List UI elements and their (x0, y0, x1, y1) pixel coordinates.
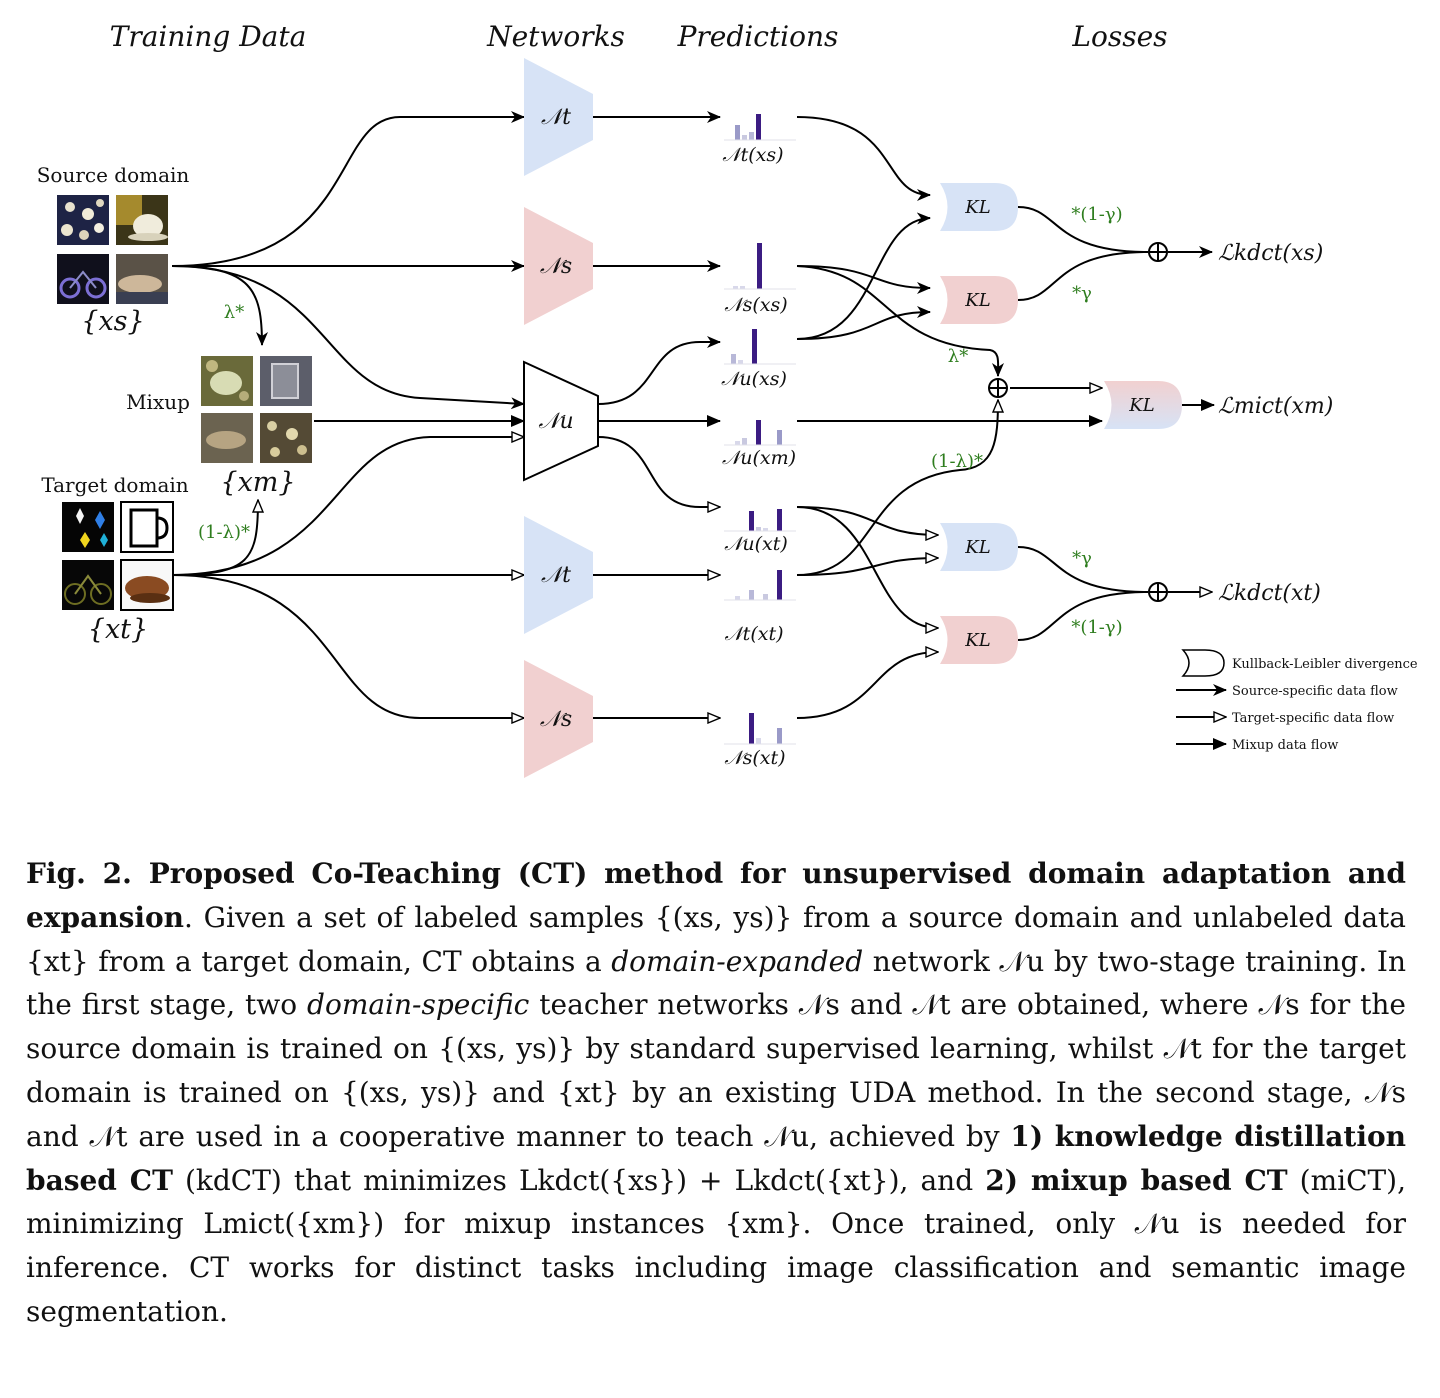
header-predictions: Predictions (677, 20, 839, 53)
caption-bold-2: 2) mixup based CT (985, 1163, 1288, 1197)
kl-label: KL (964, 630, 990, 651)
target-domain-label: Target domain (41, 473, 188, 497)
header-training-data: Training Data (110, 20, 307, 53)
kl-node-mixup: KL (1104, 381, 1182, 429)
xs-set-label: {xs} (81, 306, 144, 337)
data-flow-wires (171, 111, 1215, 718)
weight-one-minus-gamma-target: *(1-γ) (1071, 617, 1122, 638)
caption-bold-1: 1) knowledge distillation based CT (26, 1119, 1406, 1197)
prediction-nt-xt-bars (724, 570, 796, 601)
prediction-ns-xt-label: 𝒩s(xt) (724, 747, 785, 769)
prediction-nu-xt-label: 𝒩u(xt) (724, 533, 788, 555)
target-image-bike (62, 560, 114, 610)
caption-emphasis-2: domain-specific (307, 988, 530, 1022)
prediction-ns-xt-bars (724, 713, 796, 745)
kl-label: KL (964, 537, 990, 558)
caption-text-4: (kdCT) that minimizes Lkdct({xs}) + Lkdc… (172, 1163, 986, 1197)
kl-label: KL (964, 290, 990, 311)
source-domain-label: Source domain (37, 163, 190, 187)
sum-node-target (1148, 582, 1168, 602)
mixup-image-cup-mug (260, 356, 312, 406)
legend: Kullback-Leibler divergence Source-speci… (1176, 649, 1418, 753)
caption-emphasis-1: domain-expanded (611, 944, 864, 978)
xt-set-label: {xt} (88, 614, 148, 645)
caption-title: Fig. 2. Proposed Co-Teaching (CT) method… (26, 857, 1406, 934)
prediction-nt-xs-label: 𝒩t(xs) (722, 144, 783, 166)
prediction-nt-xt-label: 𝒩t(xt) (724, 623, 783, 645)
network-nu: 𝒩u (523, 360, 599, 482)
source-image-shoe (116, 254, 168, 304)
figure-caption: Fig. 2. Proposed Co-Teaching (CT) method… (26, 852, 1406, 1334)
source-image-flowers (57, 195, 109, 245)
loss-kdct-xs: ℒkdct(xs) (1218, 241, 1323, 266)
kl-node-source-nt: KL (940, 183, 1018, 231)
sum-node-mixup (988, 378, 1008, 398)
mixup-image-flowers (260, 413, 312, 463)
target-image-mug (120, 501, 174, 553)
network-ns-top: 𝒩s (524, 207, 593, 325)
weight-one-minus-gamma-source: *(1-γ) (1071, 204, 1122, 225)
weight-one-minus-lambda-target: (1-λ)* (198, 522, 250, 543)
prediction-ns-xs-label: 𝒩s(xs) (724, 294, 787, 316)
prediction-nu-xs-bars (724, 329, 796, 365)
target-image-flowers (62, 502, 114, 552)
caption-text-2: network 𝒩u by two-stage training. In the… (26, 944, 1406, 1022)
kl-label: KL (1128, 395, 1154, 416)
header-losses: Losses (1071, 20, 1167, 53)
prediction-nu-xm-label: 𝒩u(xm) (722, 447, 796, 469)
network-nt-bottom: 𝒩t (524, 516, 593, 634)
mixup-image-shoe (201, 413, 253, 463)
source-image-cup (116, 195, 168, 245)
kl-node-target-nt: KL (940, 523, 1018, 571)
kl-node-target-ns: KL (940, 616, 1018, 664)
weight-one-minus-lambda-mixup: (1-λ)* (931, 451, 983, 472)
legend-source-label: Source-specific data flow (1232, 684, 1398, 699)
network-ns-bottom-label: 𝒩s (540, 707, 572, 732)
weight-lambda-mixup: λ* (948, 346, 968, 367)
weight-lambda-source: λ* (224, 302, 244, 323)
network-ns-bottom: 𝒩s (524, 660, 593, 778)
legend-kl-label: Kullback-Leibler divergence (1232, 657, 1418, 672)
header-networks: Networks (486, 20, 625, 53)
kl-node-source-ns: KL (940, 276, 1018, 324)
legend-kl-symbol (1181, 649, 1225, 677)
co-teaching-diagram: Training Data Networks Predictions Losse… (37, 20, 1418, 778)
loss-kdct-xt: ℒkdct(xt) (1218, 581, 1321, 606)
prediction-nt-xs-bars (724, 114, 796, 141)
prediction-nu-xt-bars (724, 509, 796, 532)
network-nt-top-label: 𝒩t (541, 105, 571, 130)
target-image-shoe (120, 559, 174, 611)
source-image-bike (57, 254, 109, 304)
network-nt-bottom-label: 𝒩t (541, 563, 571, 588)
prediction-nu-xm-bars (724, 420, 796, 446)
legend-mixup-label: Mixup data flow (1232, 738, 1338, 753)
sum-node-source (1148, 242, 1168, 262)
caption-text-3: teacher networks 𝒩s and 𝒩t are obtained,… (26, 988, 1406, 1153)
caption-text-5: (miCT), minimizing Lmict({xm}) for mixup… (26, 1163, 1406, 1328)
kl-label: KL (964, 197, 990, 218)
caption-text-1: . Given a set of labeled samples {(xs, y… (26, 900, 1406, 978)
prediction-nu-xs-label: 𝒩u(xs) (721, 368, 787, 390)
prediction-ns-xs-bars (724, 243, 796, 290)
legend-target-label: Target-specific data flow (1232, 711, 1394, 726)
mixup-image-flowers-cup (201, 356, 253, 406)
mixup-label: Mixup (126, 390, 190, 414)
network-nt-top: 𝒩t (524, 58, 593, 176)
weight-gamma-target: *γ (1072, 548, 1092, 569)
network-nu-label: 𝒩u (538, 409, 573, 434)
weight-gamma-source: *γ (1072, 283, 1092, 304)
loss-mict-xm: ℒmict(xm) (1218, 394, 1333, 419)
network-ns-top-label: 𝒩s (540, 254, 572, 279)
xm-set-label: {xm} (220, 467, 295, 498)
